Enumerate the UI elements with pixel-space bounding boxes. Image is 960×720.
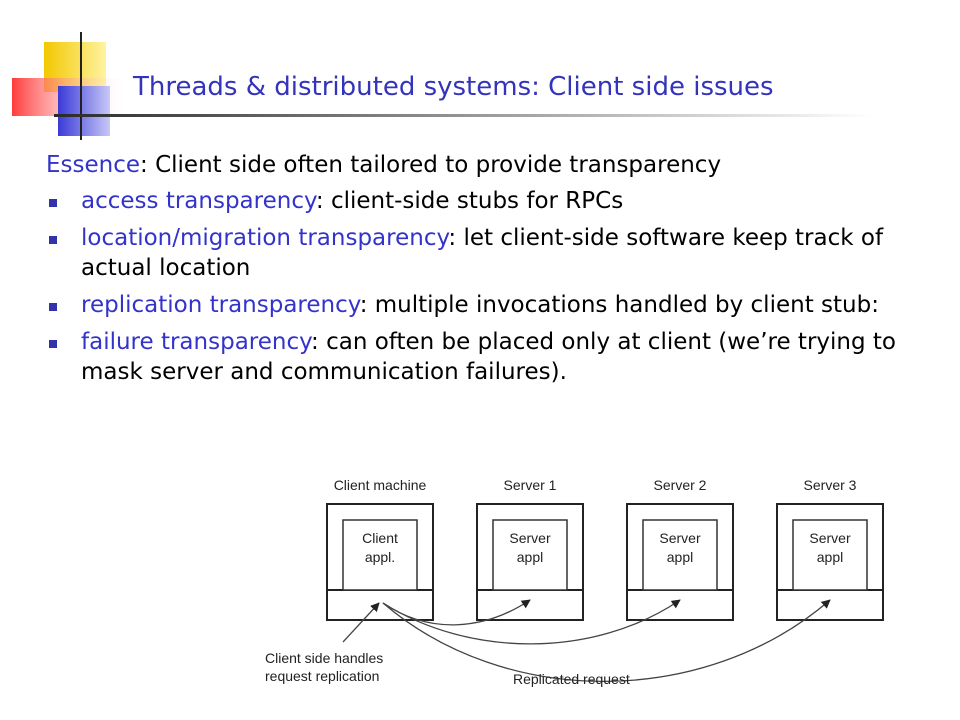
slide-body: Essence: Client side often tailored to p…	[46, 150, 956, 394]
machine-heading: Server 1	[504, 477, 557, 493]
machine-heading: Server 2	[654, 477, 707, 493]
bullet-item: replication transparency: multiple invoc…	[46, 290, 956, 320]
bullet-item: access transparency: client-side stubs f…	[46, 186, 956, 216]
essence-term: Essence	[46, 152, 141, 178]
replicated-request-label: Replicated request	[513, 671, 630, 687]
bullet-term: access transparency	[81, 188, 316, 214]
bullet-text: : client-side stubs for RPCs	[315, 188, 624, 214]
title-underline	[54, 114, 874, 117]
application-box	[492, 519, 568, 591]
application-label-line1: Server	[509, 530, 551, 546]
application-label-line2: appl	[667, 549, 693, 565]
request-arrow-server-2	[382, 599, 681, 645]
bullet-square-icon	[49, 340, 57, 348]
bullet-text: : can often be placed only at client (we…	[81, 329, 896, 385]
application-label-line1: Client	[362, 530, 398, 546]
bullet-text: : let client-side software keep track of…	[81, 225, 884, 281]
request-arrow-server-3	[382, 599, 831, 682]
essence-line: Essence: Client side often tailored to p…	[46, 150, 956, 180]
title-ornament	[12, 32, 130, 140]
slide-title: Threads & distributed systems: Client si…	[133, 72, 774, 102]
application-label-line2: appl.	[365, 549, 395, 565]
note-pointer-arrow	[342, 602, 380, 643]
server-2-machine: Server 2 Server appl	[626, 477, 734, 621]
application-box	[342, 519, 418, 591]
ornament-blue-square	[58, 86, 110, 136]
bullet-term: replication transparency	[81, 292, 360, 318]
application-box	[642, 519, 718, 591]
bullet-square-icon	[49, 303, 57, 311]
client-note-line1: Client side handles	[265, 650, 383, 666]
application-label-line1: Server	[809, 530, 851, 546]
application-label-line1: Server	[659, 530, 701, 546]
bullet-list: access transparency: client-side stubs f…	[46, 186, 956, 387]
bullet-item: failure transparency: can often be place…	[46, 327, 956, 387]
client-machine: Client machine Client appl.	[326, 477, 434, 621]
bullet-square-icon	[49, 236, 57, 244]
machine-heading: Server 3	[804, 477, 857, 493]
replication-diagram: Client machine Client appl. Server 1 Ser…	[265, 477, 884, 687]
bullet-term: failure transparency	[81, 329, 312, 355]
client-note-line2: request replication	[265, 668, 379, 684]
essence-text: : Client side often tailored to provide …	[140, 152, 722, 178]
application-label-line2: appl	[517, 549, 543, 565]
bullet-item: location/migration transparency: let cli…	[46, 223, 956, 283]
server-1-machine: Server 1 Server appl	[476, 477, 584, 621]
machine-heading: Client machine	[334, 477, 427, 493]
bullet-term: location/migration transparency	[81, 225, 449, 251]
application-box	[792, 519, 868, 591]
application-label-line2: appl	[817, 549, 843, 565]
bullet-square-icon	[49, 199, 57, 207]
server-3-machine: Server 3 Server appl	[776, 477, 884, 621]
bullet-text: : multiple invocations handled by client…	[359, 292, 879, 318]
